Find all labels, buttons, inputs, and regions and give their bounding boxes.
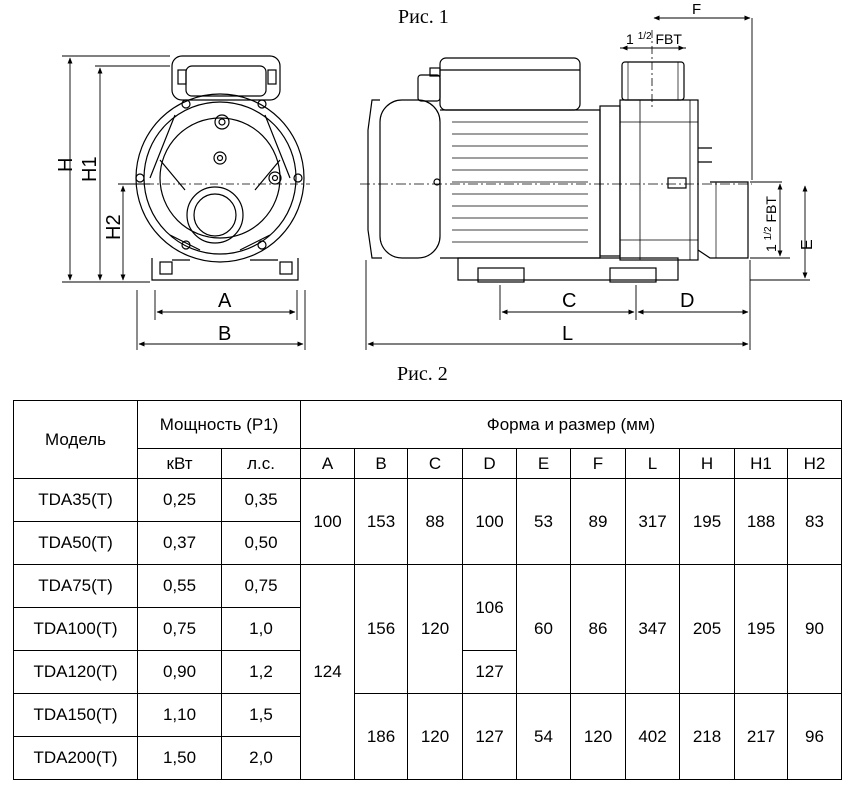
cell-h: 195 xyxy=(679,478,735,565)
cell-h1: 188 xyxy=(734,478,788,565)
label-fbt-side: 1 1/2 FBT xyxy=(758,196,779,252)
cell-kw: 0,75 xyxy=(137,607,222,651)
cell-f: 86 xyxy=(570,564,626,694)
label-d: D xyxy=(680,290,694,312)
header-dim: B xyxy=(354,448,408,479)
cell-f: 120 xyxy=(570,693,626,780)
label-h2: H2 xyxy=(103,214,125,240)
figure-2-caption: Рис. 2 xyxy=(397,363,448,385)
label-h: H xyxy=(55,158,77,172)
front-dimensions xyxy=(62,55,306,350)
table-row: TDA150(T) 1,10 1,5 186 120 127 54 120 40… xyxy=(13,693,842,780)
header-dim: H1 xyxy=(734,448,788,479)
table-row: TDA100(T) 0,75 1,0 xyxy=(13,607,842,651)
cell-d: 127 xyxy=(462,650,517,694)
cell-hp: 2,0 xyxy=(221,736,301,780)
label-h1: H1 xyxy=(79,156,101,182)
cell-b: 156 xyxy=(354,564,408,694)
cell-kw: 0,55 xyxy=(137,564,222,608)
header-dim: H xyxy=(679,448,735,479)
cell-f: 89 xyxy=(570,478,626,565)
pump-drawing: H H1 H2 A B C D L F E 1 1/2 FBT 1 1/2 FB… xyxy=(55,1,816,350)
cell-b: 153 xyxy=(354,478,408,565)
table-header-row-1: Модель Мощность (P1) Форма и размер (мм) xyxy=(13,400,842,479)
cell-model: TDA120(T) xyxy=(13,650,138,694)
cell-kw: 0,90 xyxy=(137,650,222,694)
header-dim: A xyxy=(300,448,355,479)
cell-d: 100 xyxy=(462,478,517,565)
cell-a: 100 xyxy=(300,478,355,565)
cell-hp: 0,75 xyxy=(221,564,301,608)
table-header-row-2: кВт л.с. A B C D E F L H H1 H2 xyxy=(14,448,842,479)
header-hp: л.с. xyxy=(221,448,301,479)
header-kw: кВт xyxy=(137,448,222,479)
cell-hp: 1,0 xyxy=(221,607,301,651)
header-dim: C xyxy=(407,448,463,479)
cell-a: 124 xyxy=(300,564,355,780)
cell-l: 317 xyxy=(625,478,680,565)
side-view xyxy=(360,30,752,283)
cell-l: 347 xyxy=(625,564,680,694)
cell-model: TDA200(T) xyxy=(13,736,138,780)
cell-h: 218 xyxy=(679,693,735,780)
cell-e: 60 xyxy=(516,564,571,694)
cell-b: 186 xyxy=(354,693,408,780)
cell-h2: 83 xyxy=(787,478,842,565)
cell-hp: 1,2 xyxy=(221,650,301,694)
header-dim: D xyxy=(462,448,517,479)
cell-h1: 195 xyxy=(734,564,788,694)
cell-e: 53 xyxy=(516,478,571,565)
header-dim: H2 xyxy=(787,448,842,479)
cell-model: TDA35(T) xyxy=(13,478,138,522)
table-row: TDA35(T) 0,25 0,35 100 153 88 100 53 89 … xyxy=(13,478,842,565)
side-dimensions xyxy=(365,15,810,350)
cell-c: 120 xyxy=(407,564,463,694)
cell-kw: 0,37 xyxy=(137,521,222,565)
cell-l: 402 xyxy=(625,693,680,780)
header-model: Модель xyxy=(13,400,138,479)
cell-hp: 1,5 xyxy=(221,693,301,737)
table-row: TDA75(T) 0,55 0,75 124 156 120 106 60 86… xyxy=(13,564,842,780)
label-f: F xyxy=(692,1,701,18)
cell-d: 106 xyxy=(462,564,517,651)
cell-h2: 90 xyxy=(787,564,842,694)
figure-1-caption: Рис. 1 xyxy=(398,6,449,28)
header-dims: Форма и размер (мм) xyxy=(300,400,842,449)
cell-model: TDA100(T) xyxy=(13,607,138,651)
table-row: TDA120(T) 0,90 1,2 127 xyxy=(13,650,842,694)
cell-c: 88 xyxy=(407,478,463,565)
cell-kw: 0,25 xyxy=(137,478,222,522)
cell-model: TDA150(T) xyxy=(13,693,138,737)
label-fbt-top: 1 1/2 FBT xyxy=(626,26,682,47)
cell-h2: 96 xyxy=(787,693,842,780)
label-l: L xyxy=(562,323,573,345)
cell-e: 54 xyxy=(516,693,571,780)
cell-model: TDA50(T) xyxy=(13,521,138,565)
pump-spec-table: Модель Мощность (P1) Форма и размер (мм)… xyxy=(13,400,842,780)
table-row: TDA200(T) 1,50 2,0 xyxy=(13,736,842,780)
label-b: B xyxy=(218,323,231,345)
header-dim: F xyxy=(570,448,626,479)
header-power: Мощность (P1) xyxy=(137,400,301,449)
label-c: C xyxy=(562,290,576,312)
cell-model: TDA75(T) xyxy=(13,564,138,608)
cell-hp: 0,50 xyxy=(221,521,301,565)
cell-h1: 217 xyxy=(734,693,788,780)
table-row: TDA50(T) 0,37 0,50 xyxy=(13,521,842,565)
header-dim: L xyxy=(625,448,680,479)
front-view xyxy=(130,55,310,281)
header-dim: E xyxy=(516,448,571,479)
label-e: E xyxy=(799,239,816,250)
dimension-labels: H H1 H2 A B C D L F E 1 1/2 FBT 1 1/2 FB… xyxy=(55,1,816,345)
cell-h: 205 xyxy=(679,564,735,694)
label-a: A xyxy=(218,290,232,312)
cell-hp: 0,35 xyxy=(221,478,301,522)
cell-c: 120 xyxy=(407,693,463,780)
cell-kw: 1,10 xyxy=(137,693,222,737)
cell-kw: 1,50 xyxy=(137,736,222,780)
cell-d: 127 xyxy=(462,693,517,780)
